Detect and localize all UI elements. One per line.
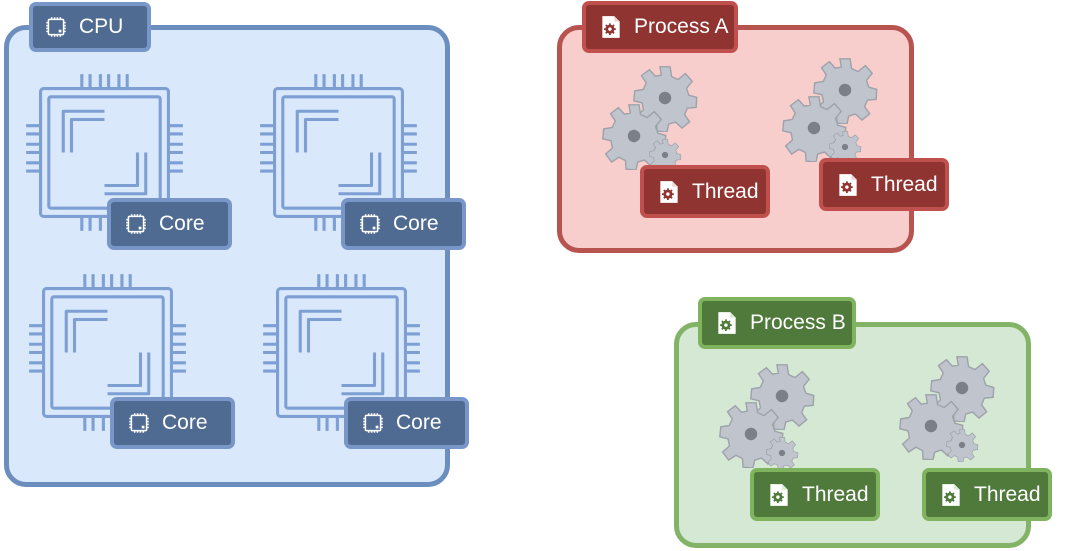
gear-file-icon [714,309,740,337]
gear-file-icon [766,481,792,509]
chip-icon [43,14,69,40]
thread-label-text: Thread [802,482,869,506]
core-label-text: Core [393,212,439,235]
gears-icon [718,363,816,470]
core-label-3: Core [110,397,235,449]
thread-label-text: Thread [974,482,1041,506]
core-label-4: Core [344,397,469,449]
core-label-text: Core [162,411,208,434]
thread-label: Thread [750,468,880,521]
thread-label-text: Thread [871,172,938,196]
gear-file-icon [598,13,624,41]
thread-label: Thread [922,468,1052,521]
gear-file-icon [835,171,861,199]
process-b-label-text: Process B [750,311,846,334]
gear-file-icon [938,481,964,509]
chip-icon [357,211,383,237]
core-label-1: Core [107,198,232,250]
process-a-label: Process A [582,1,738,53]
gear-file-icon [656,178,682,206]
process-a-label-text: Process A [634,15,729,38]
core-label-text: Core [159,212,205,235]
cpu-label-text: CPU [79,15,124,38]
cpu-label: CPU [29,2,151,52]
process-b-label: Process B [698,297,856,349]
thread-label: Thread [640,165,770,218]
chip-icon [123,211,149,237]
core-label-text: Core [396,411,442,434]
chip-icon [126,410,152,436]
chip-icon [360,410,386,436]
gears-icon [898,355,996,462]
thread-label-text: Thread [692,179,759,203]
thread-label: Thread [819,158,949,211]
core-label-2: Core [341,198,466,250]
